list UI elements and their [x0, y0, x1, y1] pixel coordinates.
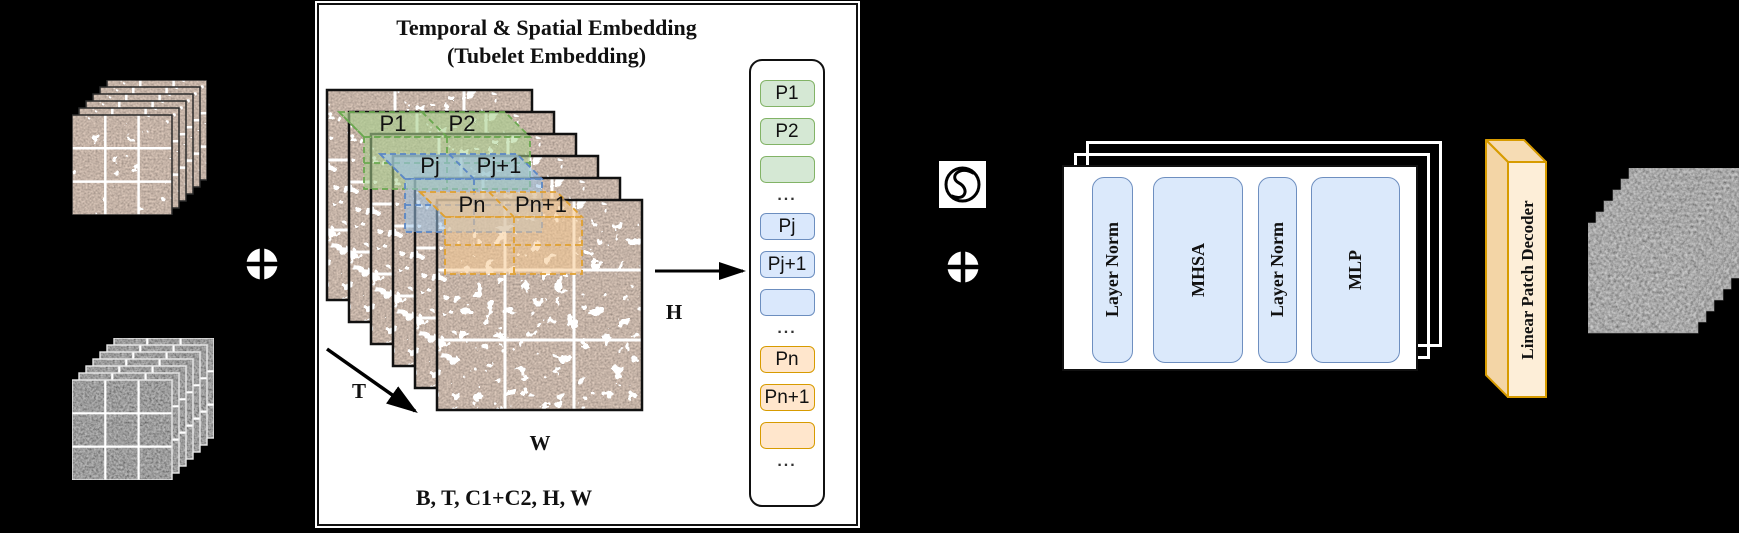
prism-orange: Pn Pn+1: [417, 191, 585, 275]
token-ellipsis: ...: [777, 453, 797, 470]
prism-label-p2: P2: [449, 111, 476, 136]
encoder-block-label: Layer Norm: [1102, 222, 1122, 318]
fusion-add-icon: [246, 248, 278, 280]
tensor-shape-label: B, T, C1+C2, H, W: [415, 485, 593, 510]
embedding-panel: Temporal & Spatial Embedding (Tubelet Em…: [315, 1, 860, 528]
encoder-block-layer-norm-2: Layer Norm: [1258, 177, 1297, 363]
prism-label-pn1: Pn+1: [515, 192, 567, 217]
token-pj1: Pj+1: [759, 251, 815, 278]
encoder-block-layer-norm-1: Layer Norm: [1092, 177, 1133, 363]
token-column: P1 P2 ... Pj Pj+1 ... Pn Pn+1 ...: [749, 59, 825, 507]
token-orange-blank: [759, 422, 815, 449]
encoder-block-mhsa: MHSA: [1153, 177, 1243, 363]
posembed-add-icon: [947, 251, 979, 283]
token-pn1: Pn+1: [759, 384, 815, 411]
prism-label-pn: Pn: [459, 192, 486, 217]
axis-label-w: W: [530, 431, 551, 455]
token-pj: Pj: [759, 213, 815, 240]
tubelet-cube-art: P1 P2 Pj Pj+1 Pn Pn+1 T H: [319, 5, 746, 455]
encoder-block-mlp: MLP: [1311, 177, 1400, 363]
token-p2: P2: [759, 118, 815, 145]
prism-label-pj1: Pj+1: [477, 153, 522, 178]
prism-label-pj: Pj: [420, 153, 440, 178]
axis-label-t: T: [352, 379, 366, 403]
token-p1: P1: [759, 80, 815, 107]
panel-title-line1: Temporal & Spatial Embedding: [396, 15, 697, 40]
linear-patch-decoder: Linear Patch Decoder: [1485, 139, 1547, 398]
panel-title: Temporal & Spatial Embedding (Tubelet Em…: [319, 14, 774, 69]
decoder-label: Linear Patch Decoder: [1518, 200, 1537, 360]
encoder-block-label: Layer Norm: [1267, 222, 1287, 318]
position-embedding-icon: [939, 161, 986, 208]
axis-label-h: H: [666, 300, 682, 324]
token-ellipsis: ...: [777, 320, 797, 337]
transformer-encoder: Layer Norm MHSA Layer Norm MLP: [1062, 165, 1418, 371]
token-pn: Pn: [759, 346, 815, 373]
token-ellipsis: ...: [777, 187, 797, 204]
panel-title-line2: (Tubelet Embedding): [446, 42, 647, 68]
token-green-blank: [759, 156, 815, 183]
time-arrow: [325, 347, 418, 414]
encoder-block-label: MHSA: [1187, 243, 1208, 297]
token-blue-blank: [759, 289, 815, 316]
encoder-block-label: MLP: [1345, 250, 1365, 290]
sar-input-stack: [72, 338, 214, 480]
prism-label-p1: P1: [380, 111, 407, 136]
rgb-input-stack: [72, 80, 207, 215]
output-stack: [1588, 168, 1739, 353]
